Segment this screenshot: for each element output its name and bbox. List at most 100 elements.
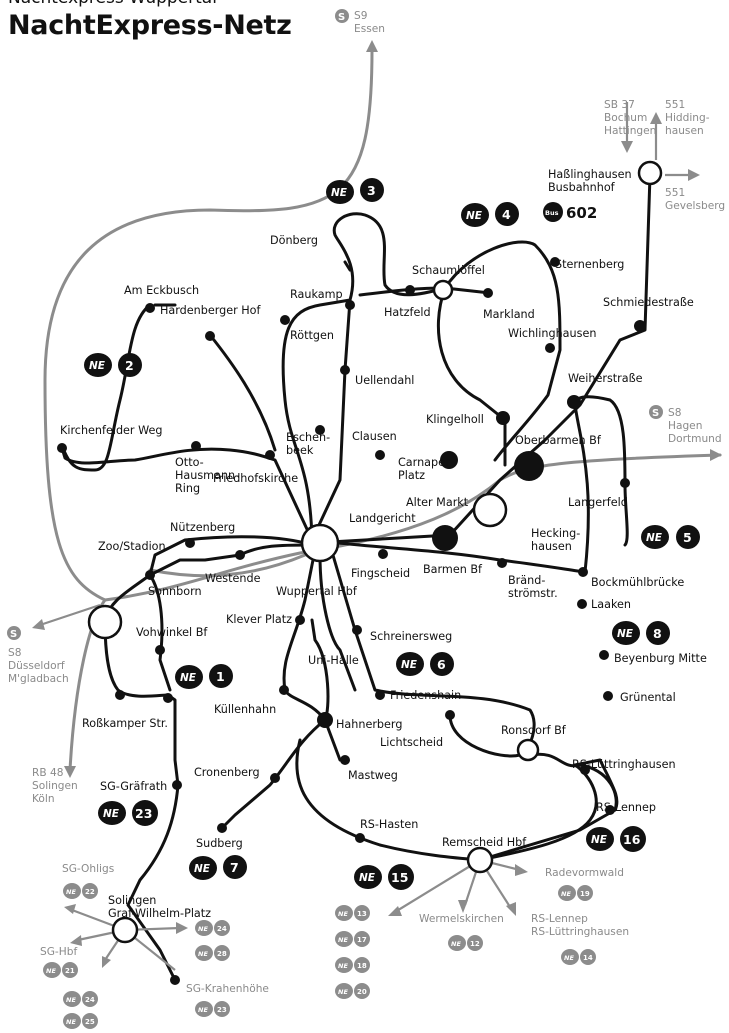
s-bahn-icon: S xyxy=(335,9,349,23)
stop-doenberg: Dönberg xyxy=(270,234,318,247)
stop-klever-platz: Klever Platz xyxy=(226,613,292,626)
svg-text:15: 15 xyxy=(391,870,408,885)
stop-uellendahl: Uellendahl xyxy=(355,374,414,387)
svg-text:25: 25 xyxy=(85,1018,95,1026)
svg-text:16: 16 xyxy=(623,832,641,847)
interchange-circles xyxy=(87,160,663,944)
arrow-icon xyxy=(710,449,722,461)
svg-text:NE: NE xyxy=(46,967,56,975)
arrow-icon xyxy=(176,922,188,934)
svg-text:Gevelsberg: Gevelsberg xyxy=(665,200,725,212)
svg-text:NE: NE xyxy=(194,863,211,875)
svg-text:Essen: Essen xyxy=(354,23,385,35)
svg-text:S: S xyxy=(338,12,345,23)
svg-text:6: 6 xyxy=(437,657,446,672)
svg-text:NE: NE xyxy=(198,925,208,933)
svg-text:Köln: Köln xyxy=(32,793,55,805)
svg-text:NE: NE xyxy=(180,672,197,684)
line-badge-16: NE 16 xyxy=(586,826,646,852)
svg-text:NE: NE xyxy=(466,210,483,222)
svg-text:NE: NE xyxy=(66,996,76,1004)
svg-text:4: 4 xyxy=(502,207,511,222)
svg-text:beek: beek xyxy=(286,444,314,457)
line-badge-15: NE 15 xyxy=(354,864,414,890)
conn-sg-hbf: SG-Hbf xyxy=(40,946,77,958)
line-4-route xyxy=(358,240,562,467)
conn-rb48: RB 48 xyxy=(32,767,64,779)
svg-text:Hagen: Hagen xyxy=(668,420,702,432)
svg-text:1: 1 xyxy=(216,669,225,684)
svg-text:28: 28 xyxy=(217,950,227,958)
svg-text:NE: NE xyxy=(89,360,106,372)
svg-text:19: 19 xyxy=(580,890,590,898)
stop-wuppertal-hbf: Wuppertal Hbf xyxy=(276,585,358,598)
stop-fingscheid: Fingscheid xyxy=(351,567,410,580)
stop-rosskamper-str: Roßkamper Str. xyxy=(82,717,168,730)
s-bahn-icon: S xyxy=(649,405,663,419)
line-badge-3: NE 3 xyxy=(326,178,384,204)
map-title: NachtExpress-Netz xyxy=(8,10,292,41)
stop-sternenberg: Sternenberg xyxy=(555,258,624,271)
conn-s8-east: S8 xyxy=(668,407,682,419)
stop-schaumloeffel: Schaumlöffel xyxy=(412,264,485,277)
stop-cronenberg: Cronenberg xyxy=(194,766,260,779)
conn-s8-west: S8 xyxy=(8,647,22,659)
line-badge-1: NE 1 xyxy=(175,664,233,689)
stop-raukamp: Raukamp xyxy=(290,288,343,301)
stop-barmen: Barmen Bf xyxy=(423,563,483,576)
s8-west-arrow xyxy=(39,603,101,627)
bus-602-badge: Bus 602 xyxy=(543,202,597,222)
conn-551-gevelsberg: 551 xyxy=(665,187,685,199)
stop-markland: Markland xyxy=(483,308,535,321)
svg-text:M'gladbach: M'gladbach xyxy=(8,673,69,685)
stop-westende: Westende xyxy=(205,572,261,585)
conn-sb37: SB 37 xyxy=(604,99,635,111)
stop-am-eckbusch: Am Eckbusch xyxy=(124,284,199,297)
map-supertitle: Nachtexpress Wuppertal xyxy=(8,0,217,8)
svg-text:14: 14 xyxy=(583,954,593,962)
svg-text:21: 21 xyxy=(65,967,75,975)
svg-text:Platz: Platz xyxy=(398,469,425,482)
svg-text:2: 2 xyxy=(125,358,134,373)
arrow-icon xyxy=(64,904,76,914)
svg-text:13: 13 xyxy=(357,910,367,918)
stop-oberbarmen: Oberbarmen Bf xyxy=(515,434,602,447)
svg-text:7: 7 xyxy=(230,860,239,875)
line-15-route xyxy=(295,738,619,862)
line-badge-6: NE 6 xyxy=(396,652,454,676)
stop-clausen: Clausen xyxy=(352,430,397,443)
svg-text:20: 20 xyxy=(357,988,367,996)
stop-laaken: Laaken xyxy=(591,598,631,611)
stop-langerfeld: Langerfeld xyxy=(568,496,628,509)
stop-wichlinghausen: Wichlinghausen xyxy=(508,327,596,340)
stop-schmiedestrasse: Schmiedestraße xyxy=(603,296,694,309)
svg-text:Dortmund: Dortmund xyxy=(668,433,722,445)
conn-radevormwald: Radevormwald xyxy=(545,867,624,879)
svg-text:NE: NE xyxy=(338,962,348,970)
arrow-icon xyxy=(64,766,76,778)
svg-text:Graf-Wilhelm-Platz: Graf-Wilhelm-Platz xyxy=(108,907,211,920)
svg-text:RS-Lüttringhausen: RS-Lüttringhausen xyxy=(531,926,629,938)
svg-text:NE: NE xyxy=(646,532,663,544)
line-badge-4: NE 4 xyxy=(461,202,519,227)
arrow-icon xyxy=(458,900,468,913)
line-badge-2: NE 2 xyxy=(84,353,142,377)
stop-hasslinghausen: Haßlinghausen xyxy=(548,168,632,181)
stop-rs-lennep: RS-Lennep xyxy=(596,801,656,814)
stop-carnaper-platz: Carnaper xyxy=(398,456,450,469)
svg-text:NE: NE xyxy=(331,187,348,199)
svg-text:17: 17 xyxy=(357,936,367,944)
svg-text:3: 3 xyxy=(367,183,376,198)
stop-bockmuehlbruecke: Bockmühlbrücke xyxy=(591,576,684,589)
svg-text:12: 12 xyxy=(470,940,480,948)
svg-text:22: 22 xyxy=(85,888,95,896)
bus-icon: Bus xyxy=(545,209,559,217)
